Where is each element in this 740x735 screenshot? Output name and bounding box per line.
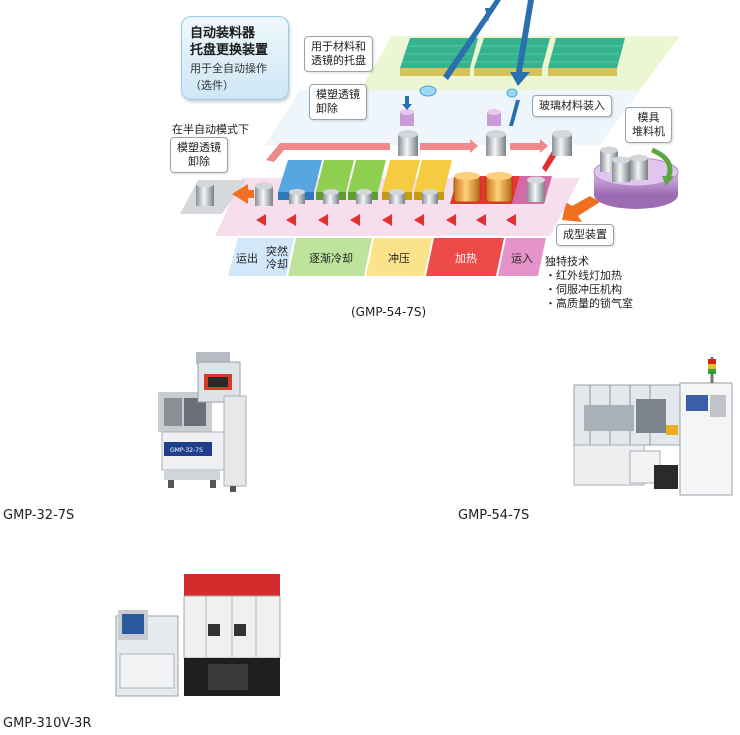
- stage-press: 冲压: [388, 251, 410, 265]
- semi-auto-label: 在半自动模式下: [172, 123, 249, 136]
- title-line-1: 自动装料器: [190, 26, 256, 41]
- unique-tech: 独特技术 ・红外线灯加热 ・伺服冲压机构 ・高质量的锁气室: [545, 255, 633, 311]
- mid-mold-2: [486, 130, 506, 156]
- stage-band-blue: [228, 238, 294, 276]
- mold-stocker-line-1: 模具: [637, 111, 660, 124]
- mold-stocker-drum: [593, 146, 679, 209]
- heating-mold-1: [453, 172, 481, 203]
- glass-load-callout: 玻璃材料装入: [532, 95, 612, 117]
- down-arrow-2: [509, 100, 520, 126]
- tray-2: [474, 38, 550, 76]
- stage-band-pink: [498, 238, 546, 276]
- heating-mold-2: [485, 172, 513, 203]
- product-label-gmp-32-7s: GMP-32-7S: [3, 508, 75, 523]
- gmp-32-7s-machine-image: GMP-32-7S: [158, 352, 247, 492]
- semi-unload-line-2: 卸除: [188, 155, 210, 168]
- stage-quench-line-2: 冷却: [266, 258, 288, 271]
- mold-stocker-callout: 模具 堆料机: [625, 107, 672, 143]
- diagram-caption: (GMP-54-7S): [351, 305, 427, 319]
- lens-dot-1: [419, 85, 437, 97]
- molding-device-callout: 成型装置: [556, 224, 614, 246]
- conveyor-arrows: [256, 214, 516, 226]
- stage-band-red: [426, 238, 504, 276]
- orange-arrow: [562, 196, 600, 222]
- subtitle-line-2: （选件）: [190, 79, 234, 92]
- down-arrow-1: [402, 96, 412, 110]
- gmp-310v-3r-machine-image: [115, 574, 281, 697]
- tray-3: [548, 38, 625, 76]
- gmp-54-7s-machine-image: [573, 357, 733, 496]
- title-line-2: 托盘更换装置: [190, 43, 269, 58]
- tray-callout-line-1: 用于材料和: [311, 40, 366, 53]
- unique-tech-item: ・红外线灯加热: [545, 269, 622, 282]
- unload-callout-line-1: 模塑透镜: [316, 88, 360, 101]
- stage-heat: 加热: [455, 251, 477, 265]
- unique-tech-title: 独特技术: [545, 255, 589, 268]
- line-molds: [196, 176, 545, 206]
- top-lens-1: [400, 109, 414, 126]
- tray-grid: [402, 45, 621, 63]
- unload-callout: 模塑透镜 卸除: [309, 84, 367, 120]
- stage-out: 运出: [236, 251, 258, 265]
- unique-tech-item: ・高质量的锁气室: [545, 297, 633, 310]
- stage-quench-line-1: 突然: [266, 245, 288, 258]
- stage-band-green: [288, 238, 372, 276]
- product-label-gmp-310v-3r: GMP-310V-3R: [3, 716, 92, 731]
- tray-callout: 用于材料和 透镜的托盘: [304, 36, 373, 72]
- stage-band-yellow: [366, 238, 432, 276]
- mid-mold-3: [552, 130, 572, 156]
- mold-stocker-line-2: 堆料机: [632, 125, 665, 138]
- molding-device-text: 成型装置: [563, 228, 607, 241]
- product-label-gmp-54-7s: GMP-54-7S: [458, 508, 530, 523]
- unload-callout-line-2: 卸除: [316, 102, 338, 115]
- unique-tech-item: ・伺服冲压机构: [545, 283, 622, 296]
- subtitle-line-1: 用于全自动操作: [190, 62, 267, 75]
- loader-arrows: [443, 0, 534, 86]
- stage-in: 运入: [511, 251, 533, 265]
- process-diagram: [180, 0, 680, 276]
- gmp-32-7s-panel-label: GMP-32-7S: [170, 447, 203, 454]
- out-arrow: [232, 184, 254, 204]
- semi-unload-callout: 模塑透镜 卸除: [170, 137, 228, 173]
- glass-load-text: 玻璃材料装入: [539, 99, 605, 112]
- tray-callout-line-2: 透镜的托盘: [311, 54, 366, 67]
- return-arrow: [266, 139, 548, 162]
- stage-quench: 突然 冷却: [262, 241, 292, 275]
- mid-mold-1: [398, 130, 418, 156]
- lens-dot-2: [506, 88, 518, 98]
- auto-loader-title-box: 自动装料器 托盘更换装置 用于全自动操作 （选件）: [181, 16, 289, 100]
- top-lens-2: [487, 109, 501, 126]
- stage-gradual-cool: 逐渐冷却: [309, 251, 353, 265]
- semi-unload-line-1: 模塑透镜: [177, 141, 221, 154]
